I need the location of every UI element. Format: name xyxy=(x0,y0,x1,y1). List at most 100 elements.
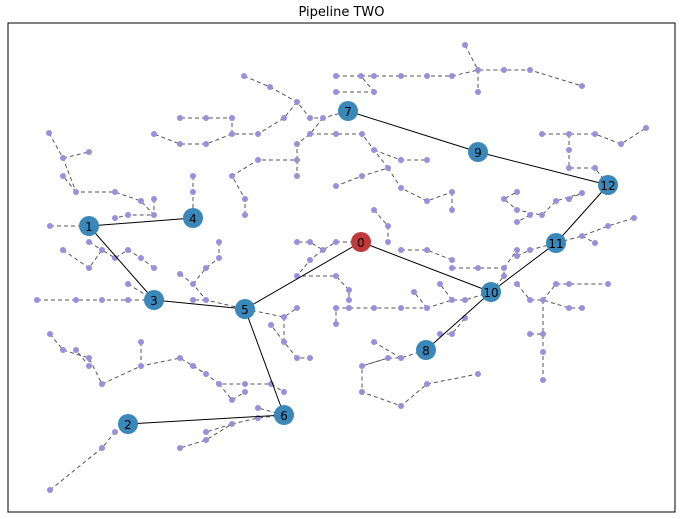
sub-node xyxy=(539,212,545,218)
sub-node xyxy=(177,355,183,361)
sub-node xyxy=(216,255,222,261)
sub-edge xyxy=(243,75,349,119)
sub-node xyxy=(151,196,157,202)
sub-node xyxy=(514,189,520,195)
sub-node xyxy=(229,115,235,121)
sub-node xyxy=(177,141,183,147)
sub-node xyxy=(371,207,377,213)
sub-node xyxy=(242,381,248,387)
sub-node xyxy=(371,305,377,311)
sub-node xyxy=(268,322,274,328)
sub-edge xyxy=(568,134,609,186)
main-node-label: 12 xyxy=(600,179,615,193)
sub-node xyxy=(449,189,455,195)
sub-node xyxy=(424,73,430,79)
main-node-8: 8 xyxy=(416,340,436,360)
main-node-9: 9 xyxy=(468,142,488,162)
main-edge-3-5 xyxy=(153,299,246,310)
main-node-5: 5 xyxy=(235,299,255,319)
sub-node xyxy=(333,273,339,279)
sub-node xyxy=(333,73,339,79)
sub-node xyxy=(475,89,481,95)
main-node-4: 4 xyxy=(183,208,203,228)
sub-node xyxy=(385,355,391,361)
sub-edge xyxy=(192,242,220,285)
sub-edge xyxy=(335,291,492,324)
sub-node xyxy=(307,355,313,361)
sub-node xyxy=(333,305,339,311)
sub-node xyxy=(190,173,196,179)
sub-edge xyxy=(373,341,402,359)
sub-node xyxy=(540,349,546,355)
sub-node xyxy=(385,223,391,229)
sub-nodes-layer xyxy=(34,42,649,493)
sub-edge xyxy=(218,383,246,401)
sub-node xyxy=(501,67,507,73)
main-node-label: 9 xyxy=(474,146,482,160)
sub-node xyxy=(527,247,533,253)
sub-node xyxy=(229,397,235,403)
sub-node xyxy=(553,281,559,287)
sub-node xyxy=(346,305,352,311)
sub-edge xyxy=(401,249,453,261)
plot-frame xyxy=(7,22,676,513)
main-node-circle xyxy=(274,405,294,425)
sub-node xyxy=(190,189,196,195)
sub-node xyxy=(437,281,443,287)
sub-node xyxy=(424,198,430,204)
sub-edge xyxy=(153,101,298,145)
sub-node xyxy=(99,445,105,451)
sub-node xyxy=(60,155,66,161)
sub-node xyxy=(527,67,533,73)
sub-node xyxy=(592,165,598,171)
sub-node xyxy=(371,147,377,153)
sub-node xyxy=(112,215,118,221)
sub-node xyxy=(73,347,79,353)
main-node-circle xyxy=(546,233,566,253)
sub-node xyxy=(424,305,430,311)
main-node-circle xyxy=(338,101,358,121)
main-node-label: 7 xyxy=(344,105,352,119)
sub-edge xyxy=(516,283,582,309)
sub-node xyxy=(475,67,481,73)
main-node-label: 10 xyxy=(483,286,498,300)
sub-node xyxy=(112,189,118,195)
sub-node xyxy=(449,331,455,337)
sub-node xyxy=(566,305,572,311)
sub-node xyxy=(177,271,183,277)
sub-node xyxy=(566,165,572,171)
main-node-1: 1 xyxy=(79,216,99,236)
sub-node xyxy=(501,273,507,279)
sub-node xyxy=(294,239,300,245)
sub-node xyxy=(73,189,79,195)
sub-node xyxy=(99,247,105,253)
sub-node xyxy=(203,115,209,121)
sub-edge xyxy=(179,273,246,310)
sub-edge xyxy=(257,407,285,416)
main-edge-12-11 xyxy=(555,184,609,244)
sub-node xyxy=(151,212,157,218)
sub-node xyxy=(281,115,287,121)
main-node-circle xyxy=(79,216,99,236)
main-node-circle xyxy=(351,232,371,252)
sub-node xyxy=(449,73,455,79)
sub-node xyxy=(631,215,637,221)
sub-node xyxy=(359,131,365,137)
sub-node xyxy=(229,173,235,179)
sub-node xyxy=(47,487,53,493)
sub-node xyxy=(424,381,430,387)
sub-node xyxy=(359,363,365,369)
sub-node xyxy=(307,257,313,263)
sub-edge xyxy=(503,249,518,269)
sub-node xyxy=(151,265,157,271)
sub-node xyxy=(358,73,364,79)
sub-node xyxy=(203,429,209,435)
sub-node xyxy=(294,305,300,311)
sub-node xyxy=(540,331,546,337)
sub-node xyxy=(216,381,222,387)
sub-node xyxy=(241,73,247,79)
sub-node xyxy=(579,305,585,311)
sub-node xyxy=(566,131,572,137)
